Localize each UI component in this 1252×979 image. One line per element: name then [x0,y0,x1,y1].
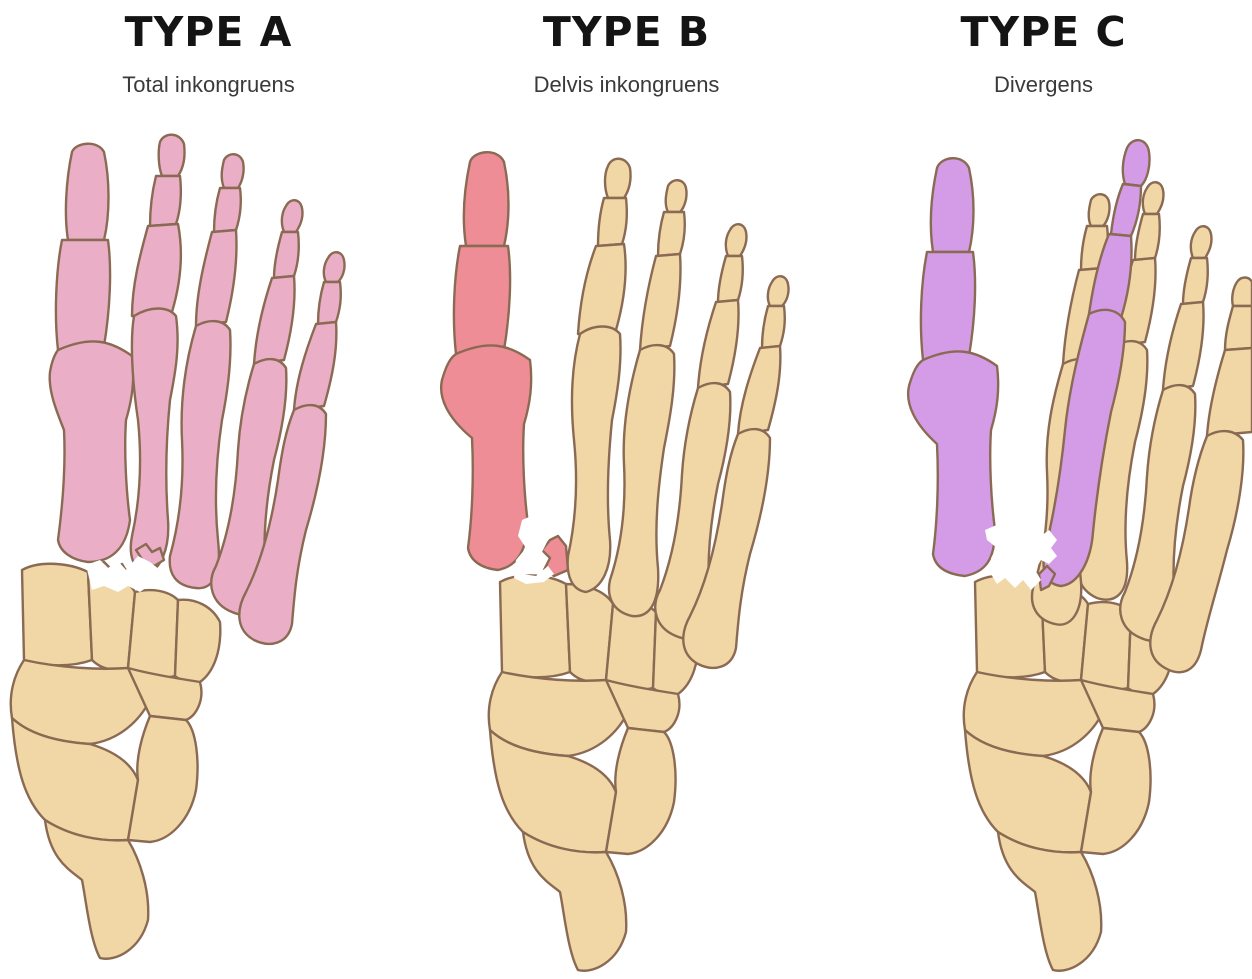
panel-type-a: TYPE A Total inkongruens [0,0,417,979]
panel-subtitle: Divergens [835,72,1252,98]
panel-type-b: TYPE B Delvis inkongruens [418,0,835,979]
foot-diagram-a [0,0,417,979]
foot-diagram-c [835,0,1252,979]
first-ray-bones [441,152,568,576]
panel-subtitle: Total inkongruens [0,72,417,98]
panel-subtitle: Delvis inkongruens [418,72,835,98]
tarsal-bones [11,564,221,959]
panel-type-c: TYPE C Divergens [835,0,1252,979]
panel-title: TYPE B [418,8,835,56]
panel-title: TYPE A [0,8,417,56]
tarsal-bones [489,575,699,970]
foot-diagram-b [418,0,835,979]
panel-title: TYPE C [835,8,1252,56]
